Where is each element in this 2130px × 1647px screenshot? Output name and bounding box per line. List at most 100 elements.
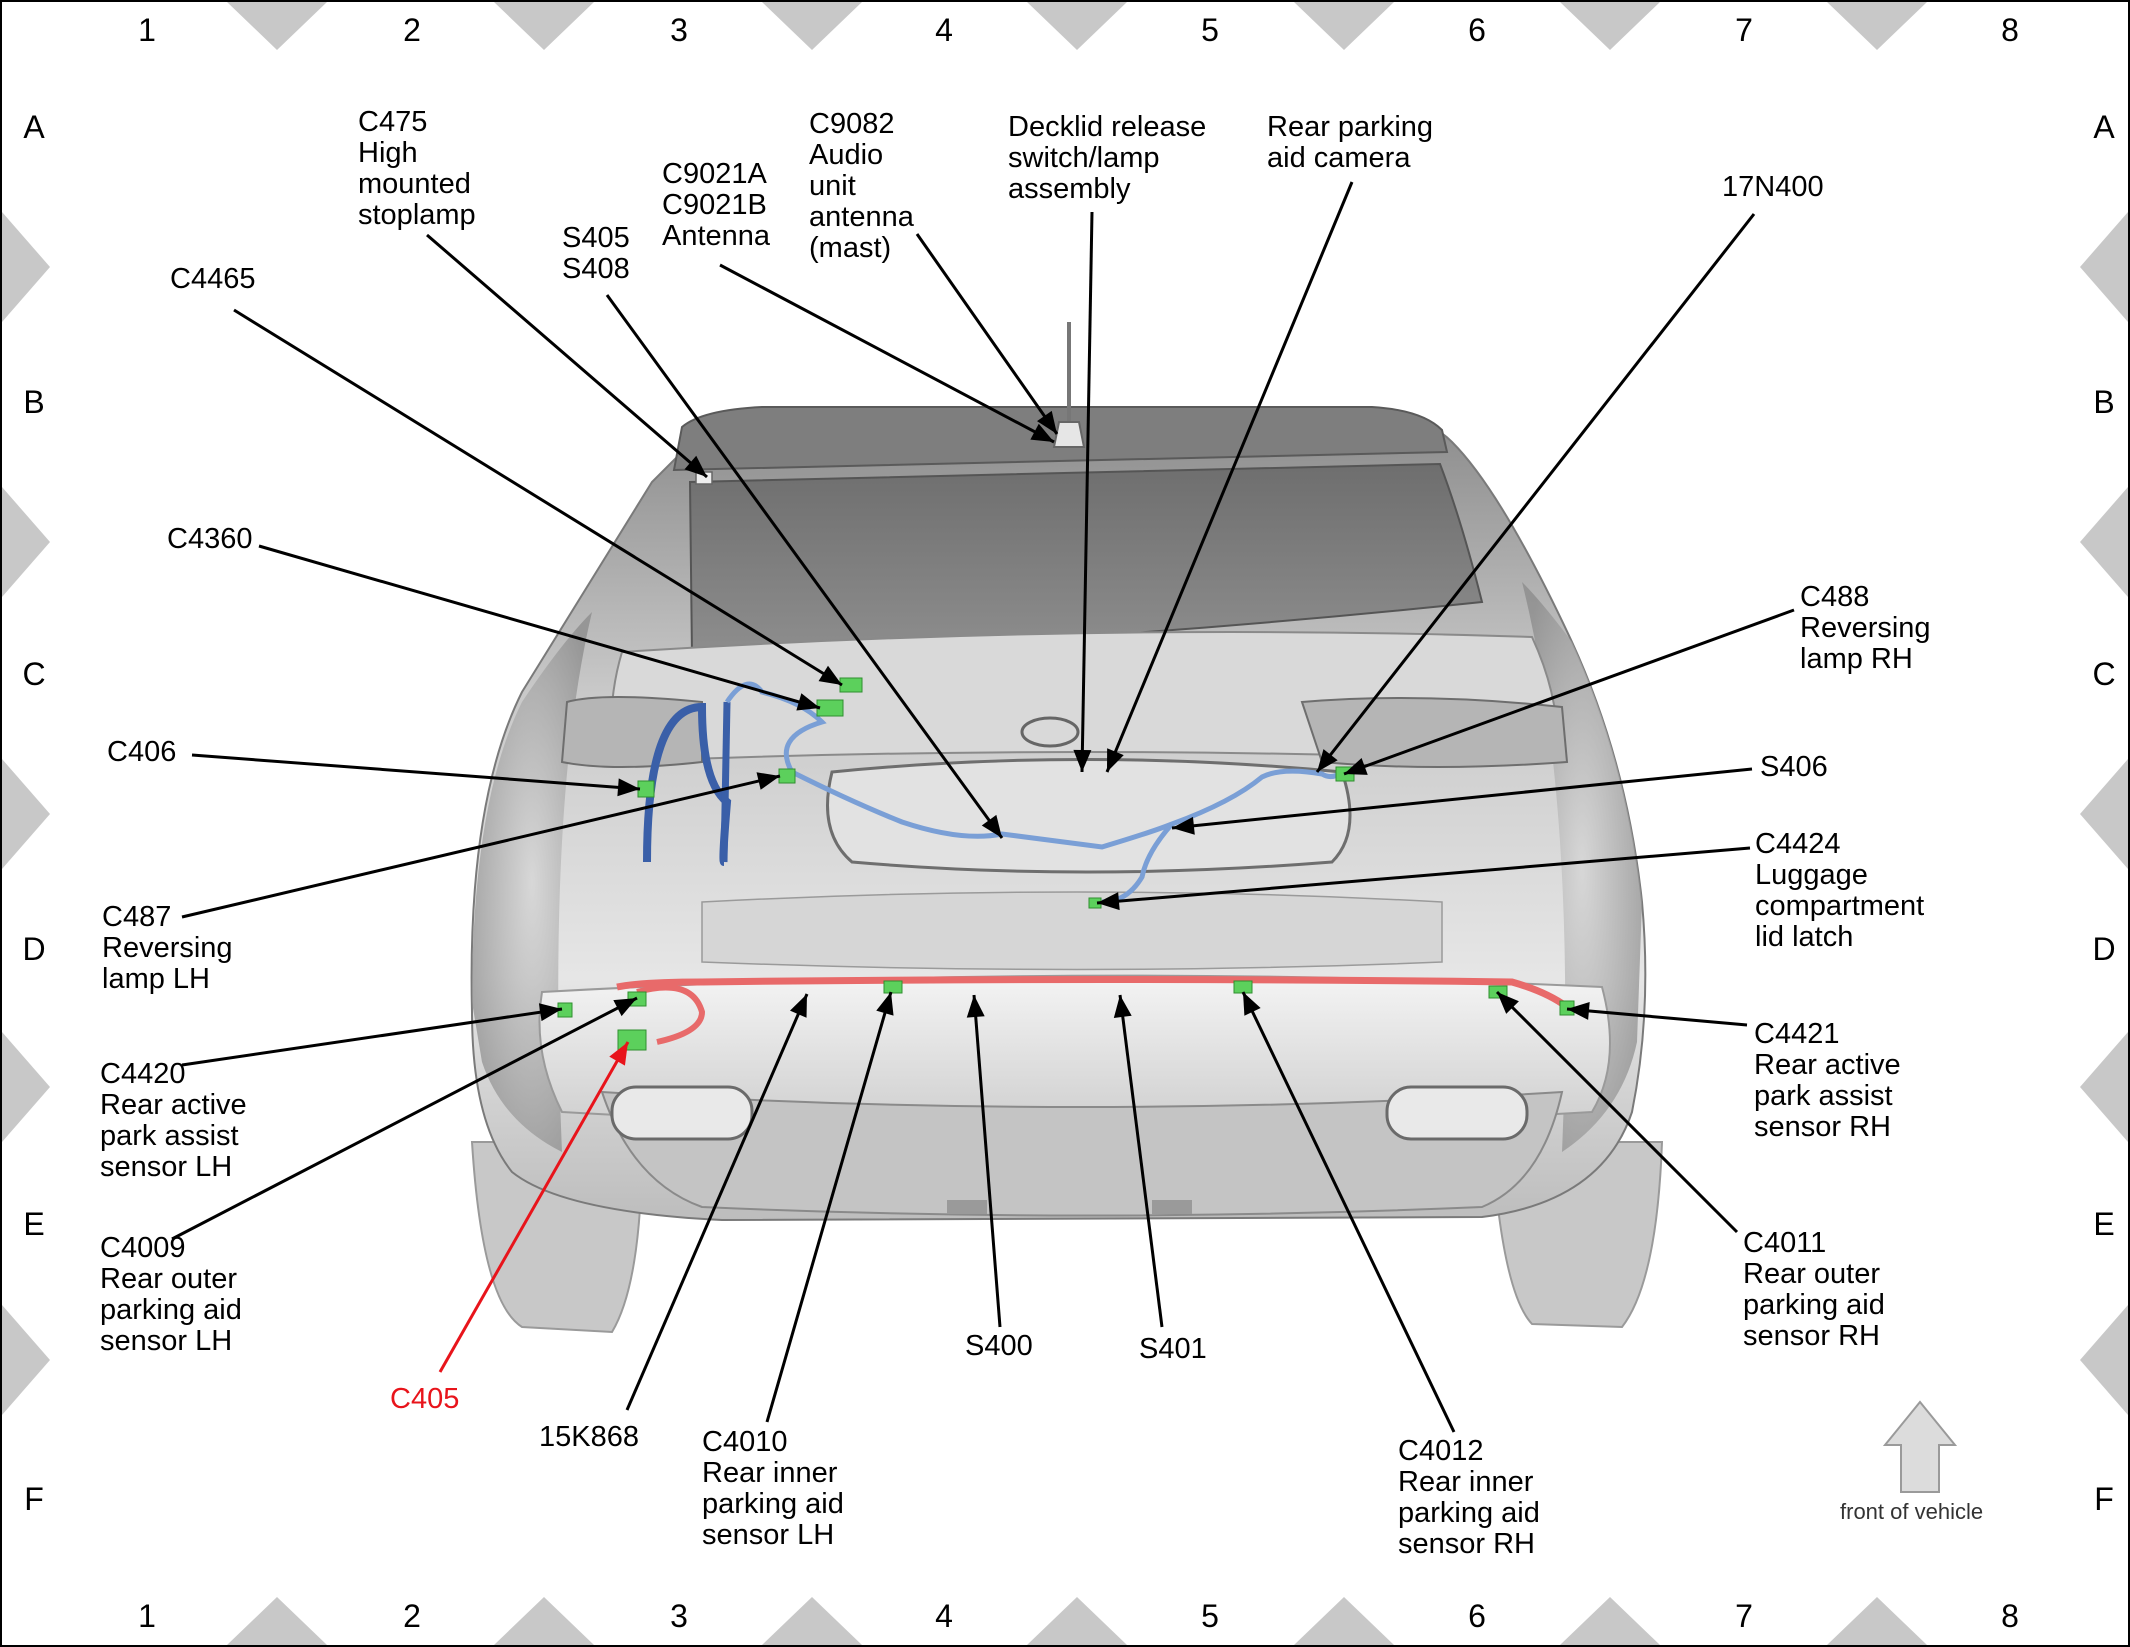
grid-column-bottom-8: 8 (2001, 1598, 2019, 1634)
callout-s405-line: S405 (562, 222, 630, 254)
frame-marker (2, 487, 50, 597)
frame-marker (2080, 487, 2128, 597)
leader-c4465 (233, 308, 843, 687)
grid-column-bottom-3: 3 (670, 1598, 688, 1634)
leader-c4424 (1096, 846, 1751, 911)
callout-c488-line: lamp RH (1800, 643, 1913, 675)
callout-c406: C406 (107, 737, 176, 768)
grid-column-bottom-4: 4 (935, 1598, 953, 1634)
callout-s405-line: S408 (562, 253, 630, 285)
frame-marker (1027, 2, 1127, 50)
callout-c4011-line: parking aid (1743, 1289, 1885, 1321)
callout-c4420-line: park assist (100, 1120, 239, 1152)
connector-c4012 (1233, 980, 1253, 994)
grid-column-bottom-7: 7 (1735, 1598, 1753, 1634)
callout-c4011-line: Rear outer (1743, 1258, 1881, 1290)
grid-row-right-b: B (2093, 384, 2115, 420)
grid-row-left-c: C (22, 656, 46, 692)
grid-row-right-f: F (2094, 1481, 2114, 1517)
grid-row-right-c: C (2092, 656, 2116, 692)
callout-c475-line: High (358, 137, 418, 169)
callout-c9082-line: unit (809, 170, 856, 202)
callout-c405-line: C405 (390, 1383, 460, 1415)
callout-s401: S401 (1139, 1334, 1207, 1365)
frame-marker (2080, 1305, 2128, 1415)
frame-marker (494, 2, 594, 50)
frame-marker (2080, 212, 2128, 322)
grid-column-top-7: 7 (1735, 12, 1753, 48)
leader-c405 (438, 1041, 630, 1373)
grid-column-top-3: 3 (670, 12, 688, 48)
leader-c4010 (765, 991, 894, 1423)
callout-c9021-line: Antenna (662, 220, 771, 252)
callout-c4421-line: Rear active (1754, 1049, 1901, 1081)
frame-marker (2080, 759, 2128, 869)
callout-s406-line: S406 (1760, 751, 1828, 783)
vehicle-body (470, 322, 1664, 1334)
leader-k15k868 (625, 993, 809, 1411)
callout-decklid-line: Decklid release (1008, 111, 1207, 143)
connector-c4465 (839, 677, 863, 693)
connector-c406 (637, 780, 655, 798)
callout-s400: S400 (965, 1331, 1033, 1362)
callout-c488-line: Reversing (1800, 612, 1931, 644)
leader-c4360 (258, 544, 821, 711)
front-of-vehicle-label: front of vehicle (1840, 1499, 1984, 1524)
leader-c406 (191, 753, 641, 797)
grid-column-bottom-6: 6 (1468, 1598, 1486, 1634)
callout-c487-line: C487 (102, 901, 172, 933)
grid-row-left-f: F (24, 1481, 44, 1517)
callout-c475-line: C475 (358, 106, 428, 138)
frame-marker (1294, 1597, 1394, 1645)
frame-marker (1294, 2, 1394, 50)
callout-c4420-line: C4420 (100, 1058, 186, 1090)
leader-c488 (1343, 608, 1795, 776)
leader-c4421 (1566, 1001, 1748, 1027)
frame-marker (2, 1305, 50, 1415)
callout-c9021-line: C9021A (662, 158, 767, 190)
callout-c4424-line: lid latch (1755, 921, 1854, 953)
callout-c4465-line: C4465 (170, 263, 256, 295)
up-arrow-icon (1882, 1400, 1958, 1493)
frame-marker (2, 212, 50, 322)
callout-c487-line: lamp LH (102, 963, 210, 995)
callout-c4424-line: compartment (1755, 890, 1925, 922)
callout-c4010-line: parking aid (702, 1488, 844, 1520)
frame-marker (227, 1597, 327, 1645)
grid-row-left-d: D (22, 931, 46, 967)
callout-c4010-line: C4010 (702, 1426, 788, 1458)
grid-column-bottom-2: 2 (403, 1598, 421, 1634)
grid-column-top-6: 6 (1468, 12, 1486, 48)
leader-n17n400 (1315, 213, 1756, 773)
callout-c4009-line: Rear outer (100, 1263, 238, 1295)
grid-column-bottom-5: 5 (1201, 1598, 1219, 1634)
grid-column-top-1: 1 (138, 12, 156, 48)
grid-row-right-e: E (2093, 1206, 2115, 1242)
callout-n17n400-line: 17N400 (1722, 171, 1824, 203)
frame-marker (2, 1032, 50, 1142)
leader-c4011 (1495, 990, 1739, 1234)
callout-c4009-line: parking aid (100, 1294, 242, 1326)
callout-c4011-line: C4011 (1743, 1227, 1827, 1259)
grid-column-top-5: 5 (1201, 12, 1219, 48)
leader-c475 (426, 233, 708, 479)
leader-decklid (1073, 211, 1094, 773)
leader-s406 (1171, 767, 1753, 835)
callout-n17n400: 17N400 (1722, 172, 1824, 203)
leader-c487 (181, 772, 781, 919)
grid-column-top-8: 8 (2001, 12, 2019, 48)
frame-marker (762, 1597, 862, 1645)
callout-decklid-line: assembly (1008, 173, 1131, 205)
leader-s405 (605, 294, 1004, 839)
callout-c475-line: stoplamp (358, 199, 476, 231)
